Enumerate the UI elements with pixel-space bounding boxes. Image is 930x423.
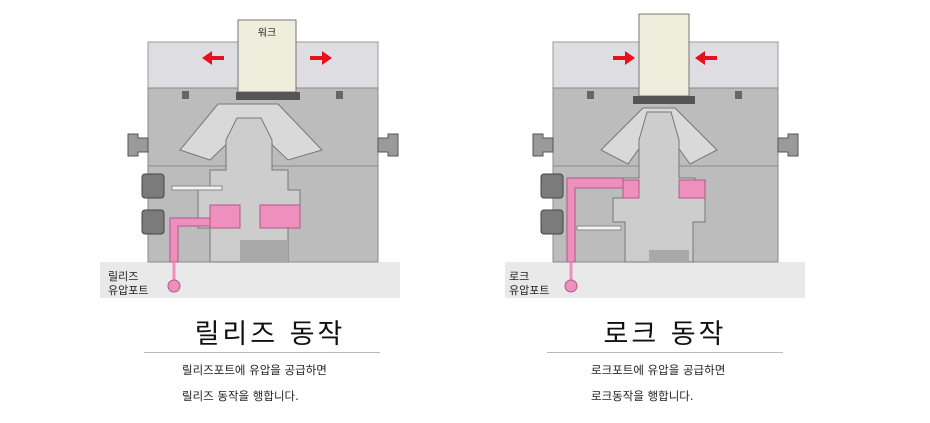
bolt-right: [735, 91, 742, 99]
air-passage: [171, 185, 223, 191]
release-panel: 워크 릴리즈 유압포트 릴리즈 동작 릴리즈포트에 유압을 공급하면 릴리즈 동…: [100, 0, 400, 423]
base-plate: [100, 262, 400, 298]
work-label: 워크: [258, 26, 276, 39]
oil-chamber: [622, 179, 706, 199]
piston-rod: [649, 250, 689, 262]
description-line-2: 릴리즈 동작을 행합니다.: [182, 389, 299, 403]
arrow-left-icon: [695, 51, 717, 65]
port-plug-upper: [141, 173, 165, 199]
bolt-left: [182, 91, 189, 99]
left-fitting: [127, 133, 149, 157]
panel-title: 로크 동작: [603, 319, 727, 350]
work-seat: [236, 92, 300, 100]
port-plug-lower: [540, 209, 564, 235]
lock-panel: 로크 유압포트 로크 동작 로크포트에 유압을 공급하면 로크동작을 행합니다.: [505, 0, 805, 423]
work-piece: [638, 13, 690, 97]
hydraulic-port: [167, 279, 181, 293]
work-piece: [237, 19, 297, 93]
port-plug-lower: [141, 209, 165, 235]
description-line-2: 로크동작을 행합니다.: [591, 389, 694, 403]
divider: [547, 352, 783, 353]
bolt-right: [336, 91, 343, 99]
bolt-left: [587, 91, 594, 99]
oil-passage: [169, 217, 211, 263]
port-label: 로크 유압포트: [509, 270, 550, 297]
divider: [144, 352, 380, 353]
arrow-left-icon: [202, 51, 224, 65]
release-clamp-diagram: 워크: [100, 19, 400, 298]
port-plug-upper: [540, 173, 564, 199]
description: 로크포트에 유압을 공급하면 로크동작을 행합니다.: [591, 357, 725, 409]
hydraulic-port: [564, 279, 578, 293]
description-line-1: 릴리즈포트에 유압을 공급하면: [182, 363, 327, 377]
arrow-right-icon: [613, 51, 635, 65]
base-plate: [505, 262, 805, 298]
description-line-1: 로크포트에 유압을 공급하면: [591, 363, 726, 377]
port-label: 릴리즈 유압포트: [108, 270, 149, 297]
description: 릴리즈포트에 유압을 공급하면 릴리즈 동작을 행합니다.: [182, 357, 327, 409]
piston-rod: [240, 240, 288, 262]
oil-passage: [566, 177, 624, 263]
work-seat: [633, 96, 695, 104]
right-fitting: [377, 133, 399, 157]
panel-title: 릴리즈 동작: [194, 319, 346, 350]
lock-clamp-diagram: [505, 13, 805, 298]
arrow-right-icon: [310, 51, 332, 65]
air-passage: [576, 225, 622, 231]
right-fitting: [777, 133, 799, 157]
left-fitting: [532, 133, 554, 157]
